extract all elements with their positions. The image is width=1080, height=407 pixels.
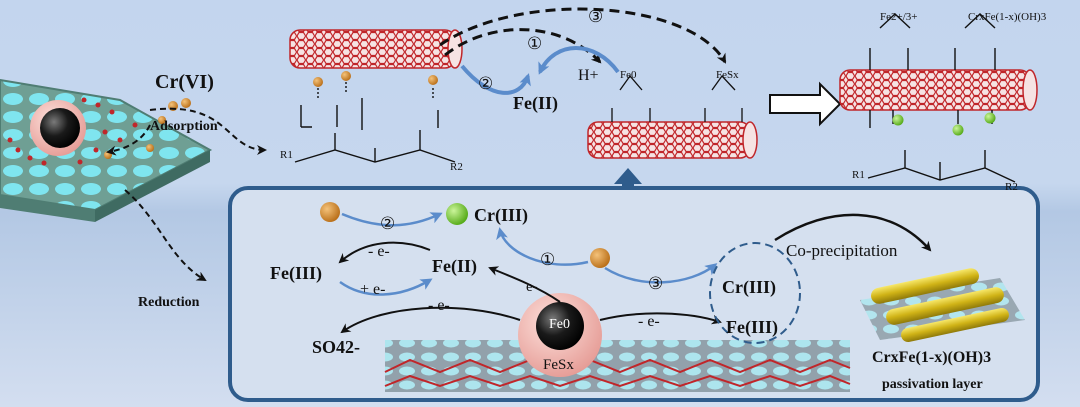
fesx-shell-label: FeSx — [543, 358, 574, 373]
e-minus-label: e- — [526, 280, 538, 295]
top-right-cr-label: CrxFe(1-x)(OH)3 — [968, 12, 1046, 23]
fe3-left-label: Fe(III) — [270, 264, 322, 282]
nanotube-top-left — [290, 30, 462, 68]
cr3-top-label: Cr(III) — [474, 206, 528, 224]
nanoparticle-left — [30, 100, 86, 156]
fe0-top-label: Fe0 — [620, 70, 637, 81]
cr6-label: Cr(VI) — [155, 72, 214, 92]
fe2-mid-label: Fe(II) — [432, 257, 477, 275]
mesh-sheet-box — [385, 340, 850, 392]
step-2-box: ② — [380, 216, 395, 233]
step-1-box: ① — [540, 252, 555, 269]
minus-e-label-2: - e- — [428, 298, 450, 314]
plus-e-label: + e- — [360, 282, 385, 298]
step-3-top: ③ — [588, 9, 603, 26]
passivation-layer-label: passivation layer — [882, 378, 983, 392]
adsorption-label: Adsorption — [150, 120, 218, 134]
top-right-fe-label: Fe2+/3+ — [880, 12, 917, 23]
fe0-core-label: Fe0 — [549, 318, 570, 332]
step-2-top: ② — [478, 76, 493, 93]
h-plus-label: H+ — [578, 68, 599, 84]
step-3-box: ③ — [648, 276, 663, 293]
coprecipitation-label: Co-precipitation — [786, 242, 897, 259]
so4-label: SO42- — [312, 338, 360, 356]
r2-right-label: R2 — [1005, 182, 1018, 193]
fe2-top-label: Fe(II) — [513, 94, 558, 112]
r1-left-label: R1 — [280, 150, 293, 161]
minus-e-label-3: - e- — [638, 314, 660, 330]
cr3-right-label: Cr(III) — [722, 278, 776, 296]
nanotube-top-middle — [588, 122, 757, 158]
nanotube-top-right — [840, 70, 1037, 110]
minus-e-label-1: - e- — [368, 244, 390, 260]
passivation-formula-label: CrxFe(1-x)(OH)3 — [872, 350, 991, 366]
cr3-particle-box — [446, 203, 468, 225]
r2-left-label: R2 — [450, 162, 463, 173]
r1-right-label: R1 — [852, 170, 865, 181]
fesx-top-label: FeSx — [716, 70, 739, 81]
step-1-top: ① — [527, 36, 542, 53]
reduction-label: Reduction — [138, 296, 199, 310]
fe3-right-label: Fe(III) — [726, 318, 778, 336]
